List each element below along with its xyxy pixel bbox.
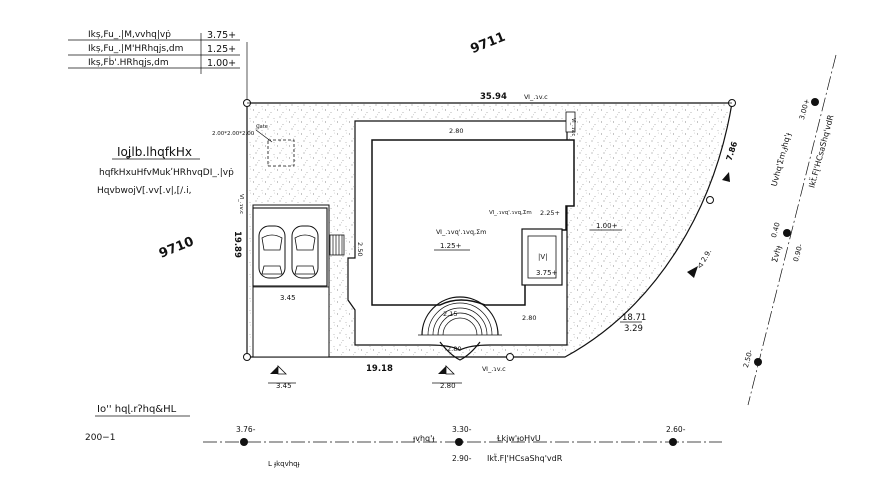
car-icon <box>291 225 319 279</box>
garden-right-level: 1.00+ <box>596 222 618 230</box>
interior-note: Ⅵ_.ɿvɋ'.ɿvɋ,Ʃm <box>489 210 532 216</box>
section-right-level-2: 0.40 <box>770 222 782 239</box>
dim-top-length: 35.94 <box>480 92 507 102</box>
dim-north-entry: 2.80 <box>449 127 463 135</box>
dim-bottom-length: 19.18 <box>366 364 393 374</box>
pool-level: 3.75+ <box>536 269 558 277</box>
left-strip-note: Ⅵ_.ɿv.c <box>238 194 244 214</box>
legend-value-1: 3.75+ <box>207 30 236 41</box>
dim-bottom-note: Ⅵ_.ɿv.c <box>482 365 506 373</box>
site-plot <box>243 42 736 375</box>
legend-label-1: Ikṣ,Fu_.|M,vvhq|vṗ <box>88 30 171 40</box>
dimension-top: 35.94 Ⅵ_.ɿv.c <box>247 92 732 104</box>
terrace-steps <box>418 296 502 336</box>
right-strip-level: 2.25+ <box>540 209 560 217</box>
main-building-note: Ⅵ_.ɿvɋ'.ɿvɋ,Ʃm <box>436 228 487 236</box>
legend-label-2: Ikṣ,Fu_.|M'HRhqjs,dm <box>88 44 183 54</box>
dim-top-note: Ⅵ_.ɿv.c <box>524 93 548 101</box>
road-name-west: 9710 <box>157 234 196 261</box>
section-bottom-level-4: 2.90- <box>452 454 472 463</box>
road-name-north: 9711 <box>468 30 507 57</box>
pool-tag: |V| <box>538 253 548 261</box>
section-bottom-mid-label: ɟvhɋ'ɟ <box>412 434 435 443</box>
section-right-road-label: Ikẗ.FĮ'HCsaShq'vdR <box>806 113 835 189</box>
drawing-title: Io'' hqɭ.rʔhq&HL <box>97 404 177 415</box>
dim-garage-width: 3.45 <box>280 294 296 302</box>
section-bottom-level-2: 3.30- <box>452 425 472 434</box>
dimension-bottom: 19.18 Ⅵ_.ɿv.c <box>366 364 506 374</box>
main-building-level: 1.25+ <box>440 242 462 250</box>
section-right-level-1: 3.00+ <box>798 98 811 121</box>
title-block: Io'' hqɭ.rʔhq&HL 200−1 L ɟkɋvhqɟ <box>85 404 300 468</box>
dim-left-length: 19.89 <box>232 231 242 258</box>
gate-label: Ɡate <box>256 124 268 130</box>
section-bottom-road-label: Ikẗ.FĮ'HCsaShq'vdR <box>487 453 563 463</box>
drawing-scale: 200−1 <box>85 433 115 443</box>
dim-arc-length: 7.86 <box>725 140 740 162</box>
dim-lower-entry: 2.80 <box>447 345 461 353</box>
level-legend: Ikṣ,Fu_.|M,vvhq|vṗ 3.75+ Ikṣ,Fu_.|M'HRhq… <box>68 30 240 74</box>
dim-hall-width: 2.80 <box>522 314 536 322</box>
section-right-level-3: 0.90- <box>792 243 805 263</box>
section-right-mid-label: Ʃvhɟ <box>770 244 783 264</box>
drawing-caption: L ɟkɋvhqɟ <box>268 460 300 468</box>
section-right-road-label-2: Uvhɋ'Ʃm,ɟhq'ɟ <box>770 131 793 187</box>
site-heading: Ioʝlb.lhɋfkHx hqfkHxuHfvMukʹHRhvqDI_.|vṗ… <box>97 145 234 196</box>
right-top-strip-note: Ⅵ_.ɿv.c <box>570 118 576 137</box>
dim-entry-bottom: 2.80 <box>440 382 456 390</box>
site-heading-title: Ioʝlb.lhɋfkHx <box>117 145 192 159</box>
dim-terrace-entry: 2.15 <box>443 310 457 318</box>
dim-arc-mark: ᐊ 2.9. <box>696 248 713 270</box>
gate-value: 2.00*2.00*2.00 <box>212 131 255 137</box>
section-bottom-level-1: 3.76- <box>236 425 256 434</box>
section-bottom-road-label-2: Ɫkjw'ɟoHvU <box>496 434 541 443</box>
section-bottom: 3.76- 3.30- 2.60- 2.90- Ɫkjw'ɟoHvU Ikẗ.F… <box>203 425 722 463</box>
site-heading-line1: hqfkHxuHfvMukʹHRhvqDI_.|vṗ <box>99 167 234 178</box>
dim-garage-bottom: 3.45 <box>276 382 292 390</box>
section-right: 3.00+ 0.40 0.90- 2.50- Uvhɋ'Ʃm,ɟhq'ɟ Ikẗ… <box>742 54 837 406</box>
dim-right-width-sub: 3.29 <box>624 324 643 334</box>
dim-right-width: 18.71 <box>622 313 646 323</box>
dim-stair-width: 2.50 <box>356 242 364 256</box>
car-icon <box>258 225 286 279</box>
legend-value-3: 1.00+ <box>207 58 236 69</box>
section-right-level-4: 2.50- <box>742 349 755 369</box>
legend-value-2: 1.25+ <box>207 44 236 55</box>
section-bottom-level-3: 2.60- <box>666 425 686 434</box>
legend-label-3: Ikṣ,Fḃ'.HRhqjs,dm <box>88 57 169 68</box>
site-heading-line2: HɋvbwojV[.vv[.v|,[/.i, <box>97 186 191 196</box>
